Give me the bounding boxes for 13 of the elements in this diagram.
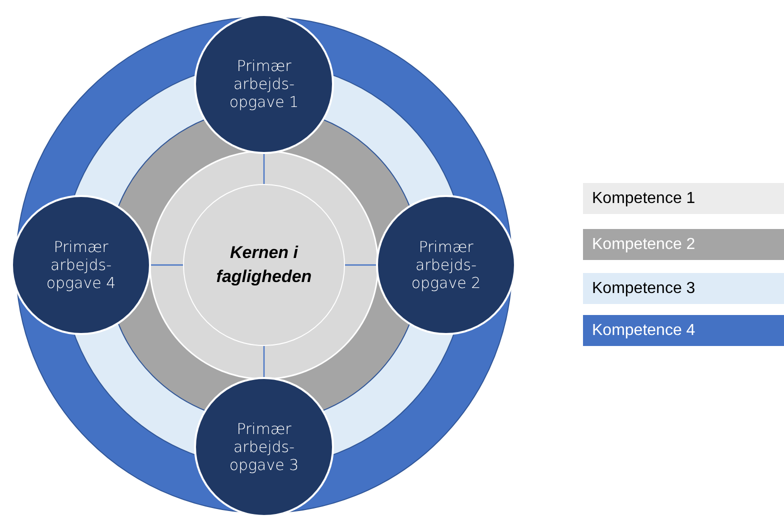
connector-line	[263, 346, 265, 377]
task-label: Primær arbejds- opgave 1	[228, 57, 300, 111]
connector-line	[151, 264, 183, 266]
core-label: Kernen i fagligheden	[215, 242, 313, 288]
legend-label: Kompetence 3	[592, 280, 696, 298]
task-label: Primær arbejds- opgave 2	[410, 238, 482, 292]
task-label: Primær arbejds- opgave 3	[228, 420, 300, 474]
connector-line	[345, 264, 376, 266]
legend-label: Kompetence 4	[592, 322, 696, 340]
legend-label: Kompetence 2	[592, 236, 696, 254]
legend-label: Kompetence 1	[592, 190, 696, 208]
task-label: Primær arbejds- opgave 4	[45, 238, 117, 292]
connector-line	[263, 154, 265, 184]
